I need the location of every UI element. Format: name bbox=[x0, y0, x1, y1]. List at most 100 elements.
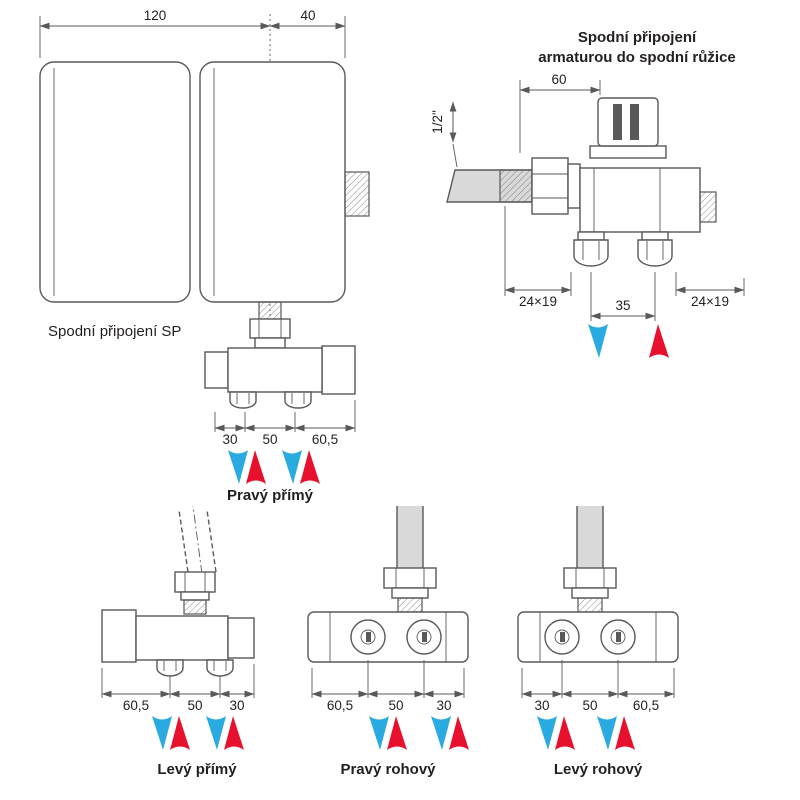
dim-label-30: 30 bbox=[222, 432, 237, 447]
caption-levy-primy: Levý přímý bbox=[157, 761, 237, 778]
dim-35: 35 bbox=[590, 272, 656, 321]
valve-assembly bbox=[517, 567, 679, 663]
threaded-stem bbox=[183, 599, 207, 615]
bottom-port-right bbox=[637, 231, 673, 267]
dim-label-50: 50 bbox=[582, 698, 597, 713]
dimensions: 30 50 60,5 bbox=[521, 660, 675, 713]
valve-assembly bbox=[307, 567, 469, 663]
flow-arrow-pair-icon bbox=[537, 716, 575, 750]
caption-pravy-rohovy: Pravý rohový bbox=[340, 761, 436, 778]
dim-label-60: 60 bbox=[551, 72, 566, 87]
valve-body-main bbox=[227, 347, 323, 393]
fitting-connection-drawing: Spodní připojení armaturou do spodní růž… bbox=[430, 29, 745, 358]
flow-arrow-pair-icon bbox=[152, 716, 190, 750]
bottom-port-left bbox=[156, 659, 184, 677]
dim-label-50: 50 bbox=[388, 698, 403, 713]
union-nut bbox=[249, 318, 291, 339]
bottom-port-right bbox=[284, 391, 312, 409]
dim-label-35: 35 bbox=[615, 298, 630, 313]
threaded-stem bbox=[397, 597, 423, 613]
dim-label-50: 50 bbox=[262, 432, 277, 447]
threaded-stem bbox=[258, 301, 282, 320]
valve-body-left-cap bbox=[204, 351, 229, 389]
dim-label-60-5: 60,5 bbox=[123, 698, 149, 713]
flow-direction-arrows bbox=[369, 716, 469, 750]
caption-pravy-primy: Pravý přímý bbox=[227, 487, 314, 504]
pravy-rohovy-drawing: 60,5 50 30 Pravý rohový bbox=[307, 506, 469, 778]
flow-direction-arrows bbox=[152, 716, 244, 750]
flow-direction-arrows bbox=[588, 324, 669, 358]
dimensions: 60,5 50 30 bbox=[101, 664, 255, 713]
dim-label-24x19-right: 24×19 bbox=[691, 294, 729, 309]
dim-label-60-5: 60,5 bbox=[633, 698, 659, 713]
levy-primy-drawing: 60,5 50 30 Levý přímý bbox=[101, 505, 255, 778]
washer bbox=[567, 163, 581, 209]
flow-direction-arrows bbox=[537, 716, 635, 750]
angle-valve-side-view bbox=[446, 97, 717, 267]
front-port-right bbox=[406, 619, 442, 655]
collar bbox=[180, 591, 210, 601]
flow-down-arrow-icon bbox=[588, 324, 608, 358]
head-flange bbox=[589, 145, 667, 159]
union-nut bbox=[383, 567, 437, 589]
riser-pipe bbox=[396, 506, 424, 568]
flow-arrow-pair-icon bbox=[228, 450, 266, 484]
flow-arrow-pair-icon bbox=[369, 716, 407, 750]
side-connection-boss bbox=[344, 171, 370, 217]
caption-levy-rohovy: Levý rohový bbox=[554, 761, 643, 778]
front-port-left bbox=[544, 619, 580, 655]
sp-valve-assembly bbox=[204, 301, 356, 409]
riser-pipe bbox=[576, 506, 604, 568]
front-port-right bbox=[600, 619, 636, 655]
dim-label-60-5: 60,5 bbox=[312, 432, 338, 447]
radiator-panel-left bbox=[39, 61, 191, 303]
flow-arrow-pair-icon bbox=[282, 450, 320, 484]
riser-pipe bbox=[178, 505, 217, 575]
dim-label-50: 50 bbox=[187, 698, 202, 713]
valve-body bbox=[579, 167, 701, 233]
thermostatic-head bbox=[597, 97, 659, 147]
dim-half-inch: 1/2" bbox=[430, 101, 458, 168]
threaded-stem bbox=[577, 597, 603, 613]
flow-arrow-pair-icon bbox=[597, 716, 635, 750]
dim-label-120: 120 bbox=[144, 8, 167, 23]
drawing-title-line1: Spodní připojení bbox=[578, 29, 697, 46]
dim-label-40: 40 bbox=[300, 8, 315, 23]
union-nut bbox=[531, 157, 569, 215]
collar bbox=[391, 587, 429, 599]
radiator-panel-right bbox=[199, 61, 346, 303]
dim-60: 60 bbox=[519, 72, 601, 153]
dim-label-30: 30 bbox=[534, 698, 549, 713]
union-nut bbox=[174, 571, 216, 593]
flow-arrow-pair-icon bbox=[431, 716, 469, 750]
valve-body-left-section bbox=[101, 609, 137, 663]
dim-24x19-left: 24×19 bbox=[504, 206, 572, 309]
head-slot bbox=[630, 104, 639, 140]
collar bbox=[254, 337, 286, 349]
sp-connection-drawing: 120 40 bbox=[39, 8, 370, 504]
radiator-panels bbox=[39, 61, 370, 303]
union-nut bbox=[563, 567, 617, 589]
flow-direction-arrows bbox=[228, 450, 320, 484]
bottom-port-right bbox=[206, 659, 234, 677]
dim-label-24x19-left: 24×19 bbox=[519, 294, 557, 309]
right-port-boss bbox=[699, 191, 717, 223]
levy-rohovy-drawing: 30 50 60,5 Levý rohový bbox=[517, 506, 679, 778]
collar bbox=[571, 587, 609, 599]
dim-label-30: 30 bbox=[436, 698, 451, 713]
dim-label-60-5: 60,5 bbox=[327, 698, 353, 713]
dim-label-30: 30 bbox=[229, 698, 244, 713]
top-dimension-lines: 120 40 bbox=[39, 8, 346, 58]
valve-body bbox=[517, 611, 679, 663]
drawing-title-line2: armaturou do spodní růžice bbox=[538, 49, 736, 66]
pipe-thread bbox=[499, 169, 533, 203]
front-port-left bbox=[350, 619, 386, 655]
dim-24x19-right: 24×19 bbox=[675, 272, 745, 309]
sp-connection-label: Spodní připojení SP bbox=[48, 323, 181, 340]
valve-assembly bbox=[101, 571, 255, 677]
valve-body-right-cap bbox=[227, 617, 255, 659]
head-slot bbox=[613, 104, 622, 140]
valve-body-main bbox=[135, 615, 229, 661]
